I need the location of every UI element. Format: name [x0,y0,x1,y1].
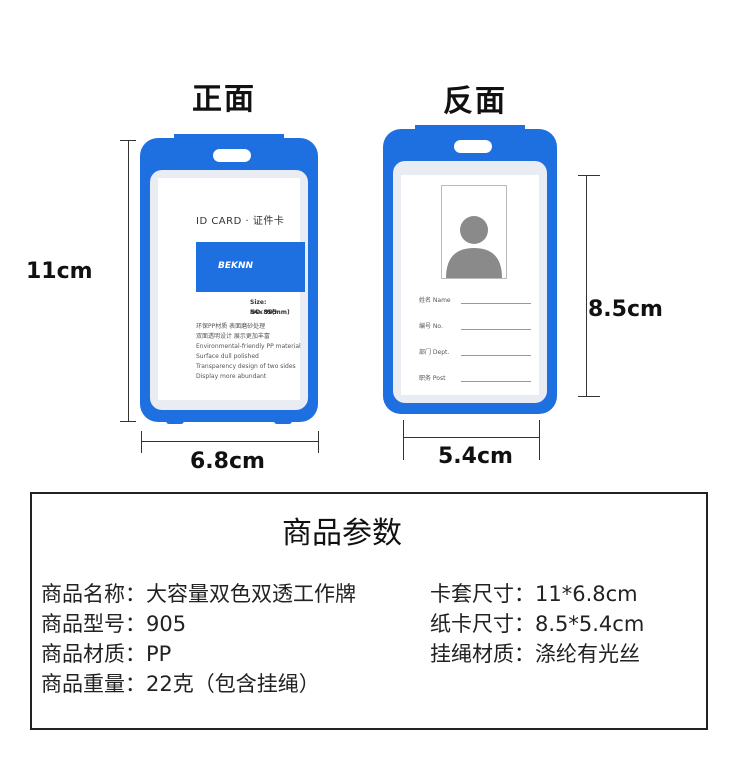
product-params-box: 商品参数 商品名称：大容量双色双透工作牌 商品型号：905 商品材质：PP 商品… [30,492,708,730]
front-height-tick-top [120,140,136,141]
param-card-size: 纸卡尺寸：8.5*5.4cm [430,612,645,636]
brand-name: BEKNN [218,261,254,271]
back-height-line [586,175,587,397]
front-height-line [128,140,129,422]
field-name-line [461,303,531,304]
params-title: 商品参数 [282,516,402,551]
field-name-label: 姓名 Name [419,297,451,304]
front-bottom-tab-left [166,416,184,424]
back-height-label: 8.5cm [588,297,663,322]
front-width-tick-left [141,431,142,453]
param-weight: 商品重量：22克（包含挂绳） [41,672,320,696]
card-desc-line: Display more abundant [196,373,267,380]
front-height-tick-bottom [120,421,136,422]
param-material: 商品材质：PP [41,642,172,666]
back-card-holder: 姓名 Name 编号 No. 部门 Dept. 职务 Post [383,125,557,414]
back-heading: 反面 [443,84,507,119]
front-width-line [141,441,319,442]
back-lanyard-slot [451,137,495,156]
card-desc-line: Environmental-friendly PP material [196,343,301,350]
card-description: 环保PP材质 表面磨砂处理 双面透明设计 展示更加丰富 Environmenta… [196,322,304,382]
back-width-tick-left [403,420,404,460]
field-post-label: 职务 Post [419,375,446,382]
back-width-tick-right [539,420,540,460]
card-size: Size: 54×85(mm) [250,299,290,316]
back-id-paper: 姓名 Name 编号 No. 部门 Dept. 职务 Post [401,175,539,395]
back-width-line [403,437,540,438]
param-lanyard-material: 挂绳材质：涤纶有光丝 [430,642,640,666]
back-card-window: 姓名 Name 编号 No. 部门 Dept. 职务 Post [393,161,547,403]
card-number: NO. 905 [250,309,277,316]
back-height-tick-bottom [578,396,600,397]
card-desc-line: 环保PP材质 表面磨砂处理 [196,323,266,330]
person-silhouette-icon [446,216,502,278]
param-holder-size: 卡套尺寸：11*6.8cm [430,582,638,606]
back-height-tick-top [578,175,600,176]
front-id-paper: ID CARD · 证件卡 BEKNN Size: 54×85(mm) NO. … [158,178,305,400]
param-name: 商品名称：大容量双色双透工作牌 [41,582,356,606]
param-model: 商品型号：905 [41,612,187,636]
field-number-label: 编号 No. [419,323,443,330]
card-desc-line: 双面透明设计 展示更加丰富 [196,333,270,340]
back-tab [415,125,525,137]
id-card-title: ID CARD · 证件卡 [196,216,285,227]
front-width-tick-right [318,431,319,453]
card-desc-line: Transparency design of two sides [196,363,296,370]
brand-banner: BEKNN [196,242,305,292]
field-post-line [461,381,531,382]
field-dept-label: 部门 Dept. [419,349,450,356]
back-width-label: 5.4cm [438,444,513,469]
front-tab [174,134,284,146]
front-card-holder: ID CARD · 证件卡 BEKNN Size: 54×85(mm) NO. … [140,134,318,424]
card-desc-line: Surface dull polished [196,353,259,360]
field-dept-line [461,355,531,356]
photo-frame [441,185,507,279]
front-bottom-tab-right [274,416,292,424]
front-width-label: 6.8cm [190,449,265,474]
front-card-window: ID CARD · 证件卡 BEKNN Size: 54×85(mm) NO. … [150,170,308,410]
front-heading: 正面 [192,82,256,117]
front-lanyard-slot [210,146,254,165]
front-height-label: 11cm [26,259,93,284]
field-number-line [461,329,531,330]
